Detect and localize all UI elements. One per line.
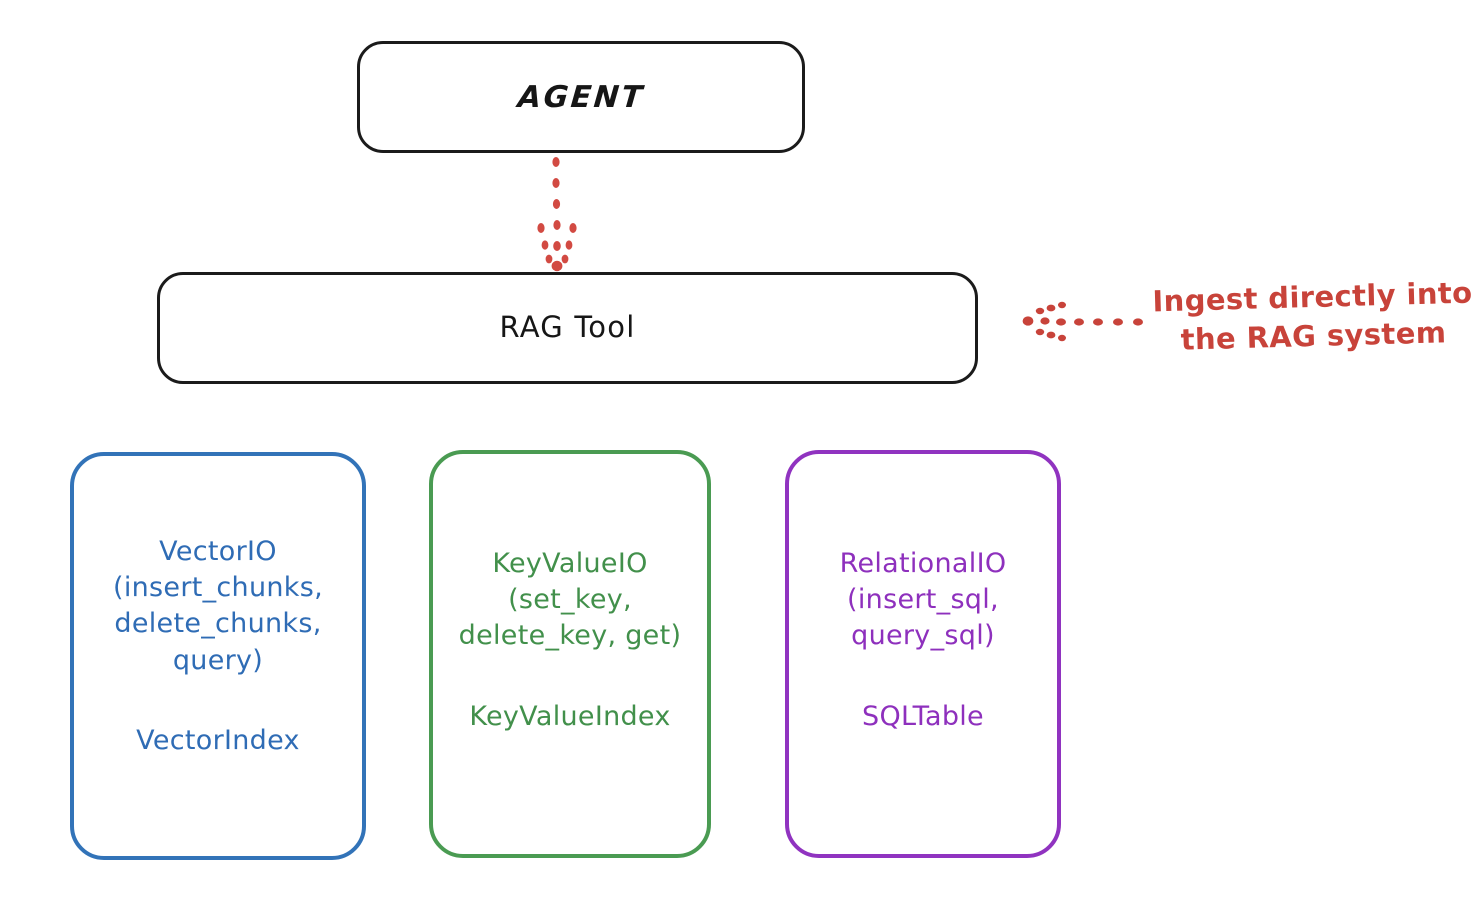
node-sql-table-label: SQLTable — [862, 700, 984, 732]
node-relational-io[interactable]: RelationalIO (insert_sql, query_sql) SQL… — [785, 450, 1061, 858]
node-vector-io[interactable]: VectorIO (insert_chunks, delete_chunks, … — [70, 452, 366, 860]
node-vector-io-label: VectorIO (insert_chunks, delete_chunks, … — [113, 536, 323, 676]
node-agent-label: AGENT — [516, 79, 646, 115]
node-key-value-io[interactable]: KeyValueIO (set_key, delete_key, get) Ke… — [429, 450, 711, 858]
node-relational-io-label: RelationalIO (insert_sql, query_sql) — [839, 548, 1007, 652]
node-rag-tool[interactable]: RAG Tool — [157, 272, 978, 384]
node-key-value-io-label: KeyValueIO (set_key, delete_key, get) — [458, 548, 682, 652]
connector-ingest-arrow — [1018, 296, 1144, 348]
annotation-ingest-note: Ingest directly into the RAG system — [1151, 275, 1473, 357]
node-agent[interactable]: AGENT — [357, 41, 805, 153]
node-rag-tool-label: RAG Tool — [499, 310, 636, 345]
node-vector-index-label: VectorIndex — [136, 724, 300, 756]
connector-agent-to-rag-tool — [516, 156, 596, 274]
node-key-value-index-label: KeyValueIndex — [469, 700, 671, 732]
